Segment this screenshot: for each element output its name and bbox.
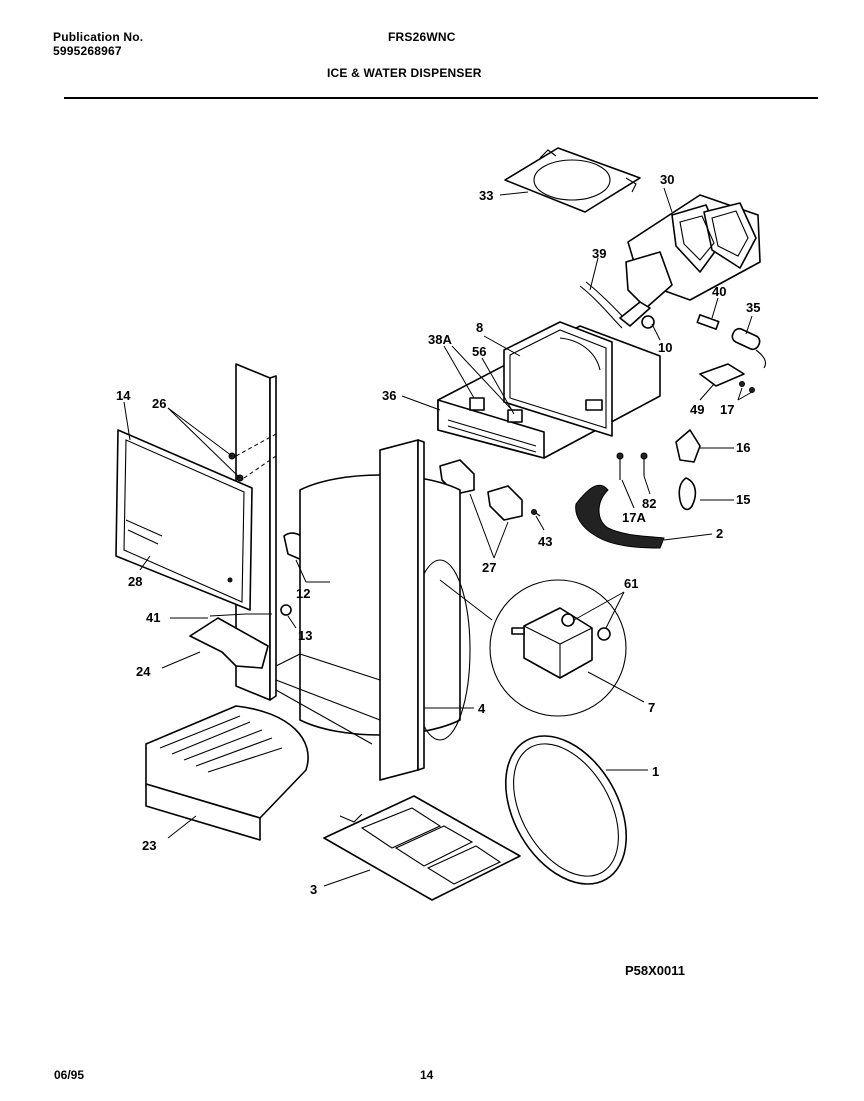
part-14-front-panel xyxy=(115,429,253,611)
model-number: FRS26WNC xyxy=(388,30,456,44)
label-43: 43 xyxy=(538,534,552,549)
label-13: 13 xyxy=(298,628,312,643)
drawing-code: P58X0011 xyxy=(625,963,686,978)
part-15-bulb xyxy=(678,477,697,511)
label-49: 49 xyxy=(690,402,704,417)
label-12: 12 xyxy=(296,586,310,601)
label-35: 35 xyxy=(746,300,760,315)
label-4: 4 xyxy=(478,701,486,716)
leader-lines xyxy=(123,187,753,887)
part-35-solenoid xyxy=(731,327,767,369)
label-36: 36 xyxy=(382,388,396,403)
label-23: 23 xyxy=(142,838,156,853)
label-56: 56 xyxy=(472,344,486,359)
label-30: 30 xyxy=(660,172,674,187)
part-30-chute-housing xyxy=(625,194,761,309)
part-38a-switch xyxy=(469,397,523,423)
part-1-gasket xyxy=(504,735,628,885)
part-13-washer xyxy=(280,604,292,616)
part-41-rod xyxy=(209,613,272,617)
part-36-control-housing xyxy=(437,321,661,459)
label-26: 26 xyxy=(152,396,166,411)
label-17a: 17A xyxy=(622,510,646,525)
label-2: 2 xyxy=(716,526,723,541)
label-40: 40 xyxy=(712,284,726,299)
part-33-cover-plate xyxy=(504,147,641,213)
label-82: 82 xyxy=(642,496,656,511)
part-82-screw xyxy=(640,452,648,476)
label-7: 7 xyxy=(648,700,655,715)
part-23-bin xyxy=(145,705,309,841)
label-3: 3 xyxy=(310,882,317,897)
part-43-screw xyxy=(531,509,541,517)
label-61: 61 xyxy=(624,576,638,591)
part-17a-screw xyxy=(616,452,624,480)
part-2-duct xyxy=(575,484,665,549)
label-17: 17 xyxy=(720,402,734,417)
part-39-wire xyxy=(579,281,629,329)
footer-date: 06/95 xyxy=(54,1068,85,1082)
label-28: 28 xyxy=(128,574,142,589)
part-3-heater-pad xyxy=(323,795,521,901)
label-33: 33 xyxy=(479,188,493,203)
part-7-switch-detail xyxy=(489,579,627,717)
label-16: 16 xyxy=(736,440,750,455)
part-4-tube xyxy=(299,439,471,781)
part-16-socket xyxy=(675,429,701,463)
page-title: ICE & WATER DISPENSER xyxy=(327,66,482,80)
page-number: 14 xyxy=(420,1068,434,1082)
label-27: 27 xyxy=(482,560,496,575)
label-39: 39 xyxy=(592,246,606,261)
dispenser-frame xyxy=(275,653,381,745)
label-15: 15 xyxy=(736,492,750,507)
label-8: 8 xyxy=(476,320,483,335)
publication-number: 5995268967 xyxy=(53,44,122,58)
label-38a: 38A xyxy=(428,332,452,347)
part-24-paddle xyxy=(189,617,269,669)
cabinet-post xyxy=(235,363,277,701)
label-41: 41 xyxy=(146,610,160,625)
label-10: 10 xyxy=(658,340,672,355)
label-24: 24 xyxy=(136,664,151,679)
header-rule xyxy=(64,97,818,99)
detail-leader xyxy=(439,579,493,621)
label-14: 14 xyxy=(116,388,131,403)
publication-label: Publication No. xyxy=(53,30,144,44)
part-10-actuator xyxy=(619,301,655,329)
label-1: 1 xyxy=(652,764,659,779)
part-49-bracket xyxy=(699,363,745,387)
part-40-spring xyxy=(696,314,720,330)
part-17-screws xyxy=(739,381,755,393)
